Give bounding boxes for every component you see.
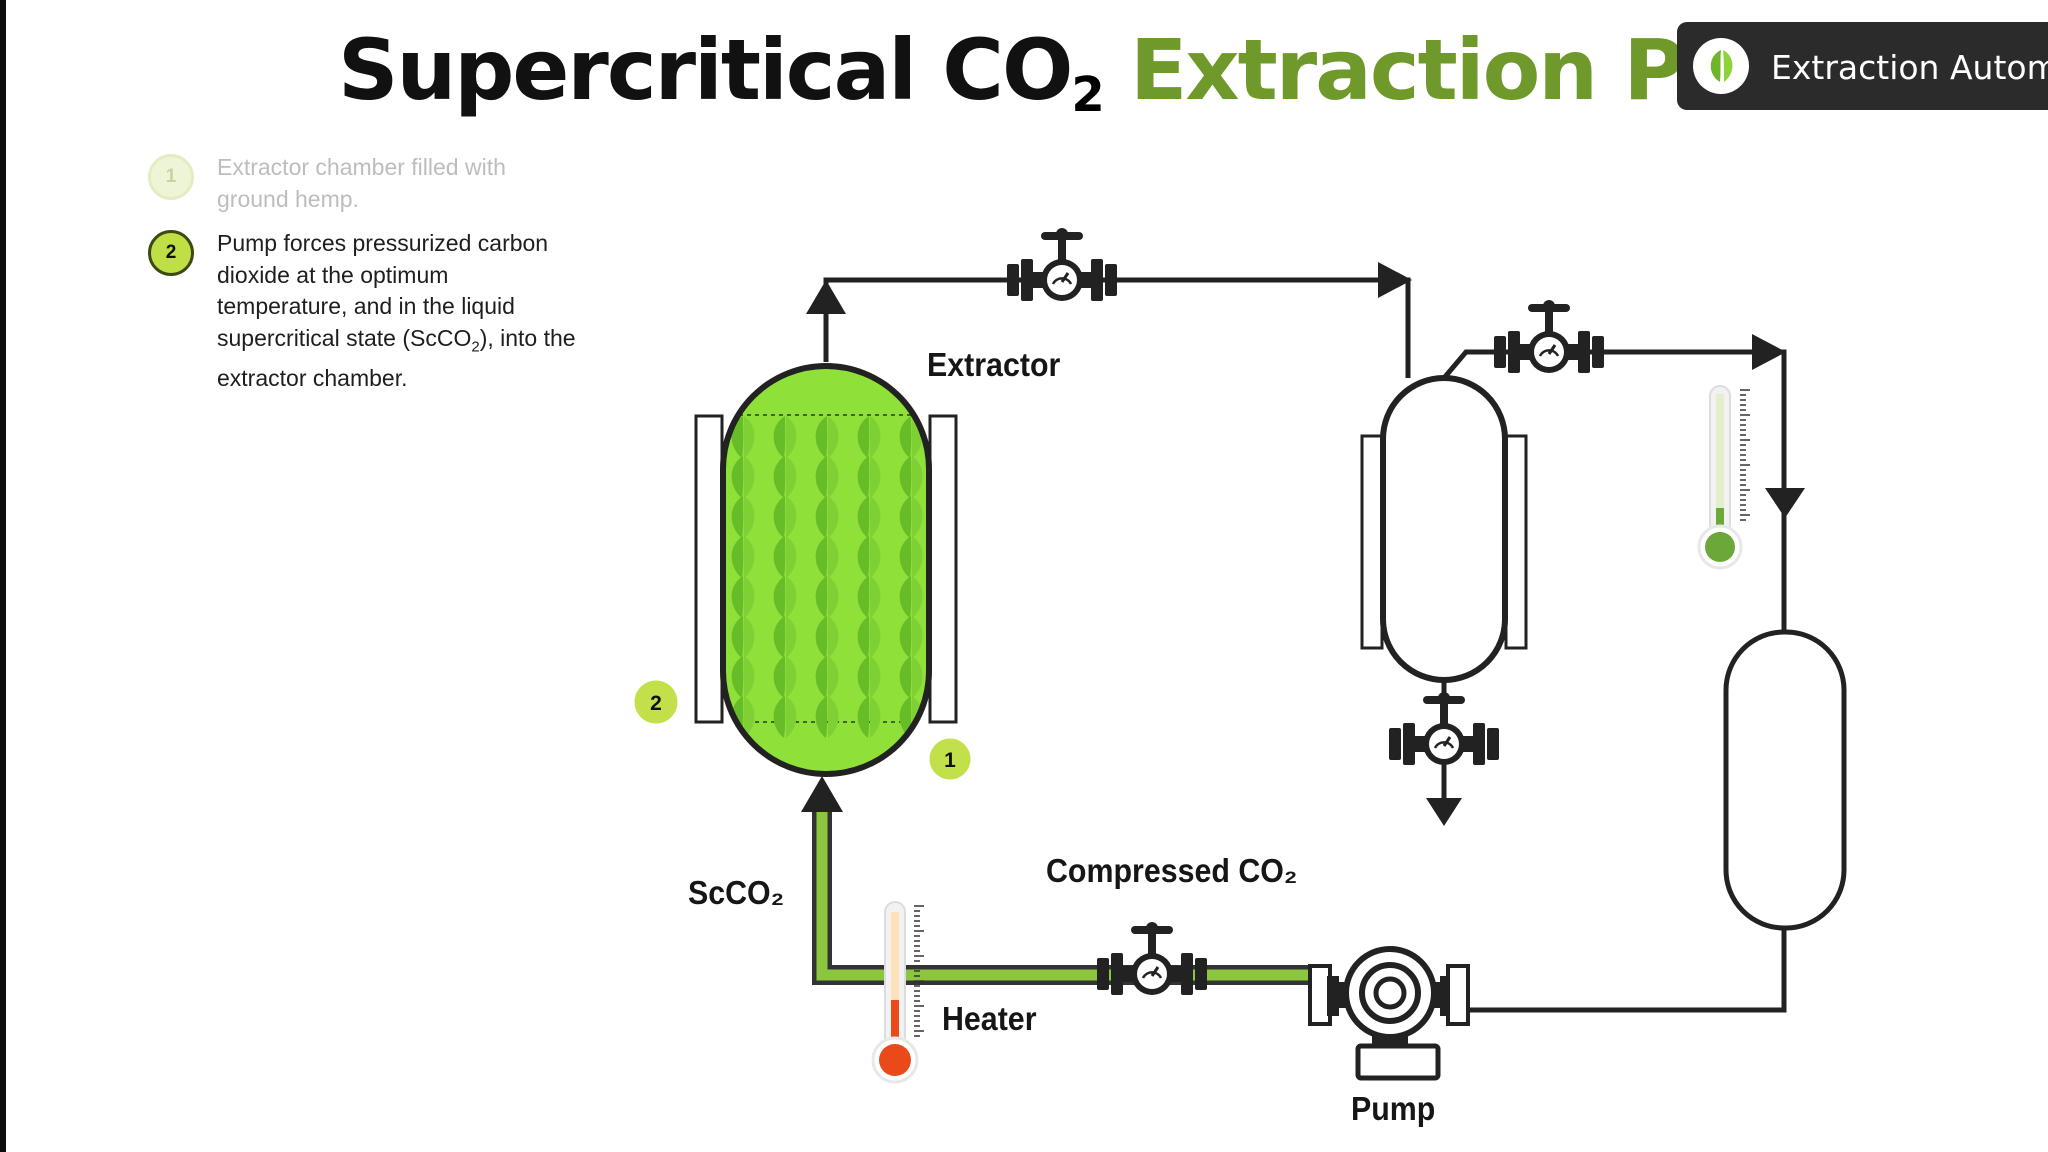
step-2-text: Pump forces pressurized carbon dioxide a… (217, 228, 577, 394)
arrow-right-top (1378, 262, 1412, 298)
arrow-down-separator-outlet (1426, 798, 1462, 826)
step-2-number: 2 (148, 230, 194, 276)
separator-vessel (1360, 375, 1528, 683)
arrow-up-into-extractor (801, 776, 843, 812)
valve-top[interactable] (1007, 226, 1117, 303)
valve-right[interactable] (1494, 298, 1604, 375)
flow-arrows (801, 262, 1805, 826)
heater-thermometer (871, 901, 924, 1084)
step-2-text-sub: 2 (471, 338, 480, 356)
cooler-thermometer (1697, 385, 1750, 570)
brand-banner[interactable]: Extraction Automa (1677, 22, 2048, 110)
marker-2-number: 2 (650, 692, 662, 715)
pump[interactable] (1308, 946, 1470, 1081)
pipe-extractor-to-separator (823, 277, 1411, 378)
valve-separator-outlet[interactable] (1389, 690, 1499, 767)
marker-1[interactable]: 1 (926, 735, 974, 783)
arrow-down-condenser (1765, 488, 1805, 518)
step-1-text: Extractor chamber filled with ground hem… (217, 154, 506, 212)
arrow-right-second (1752, 334, 1786, 370)
label-heater: Heater (942, 1000, 1037, 1037)
leaf-logo-icon (1693, 38, 1749, 94)
marker-2[interactable]: 2 (631, 677, 681, 727)
pipe-network (823, 277, 1787, 1013)
co2-tank (1723, 629, 1847, 931)
title-part-1: Supercritical CO (338, 21, 1073, 119)
label-pump: Pump (1351, 1090, 1436, 1127)
extractor-vessel (694, 363, 958, 777)
label-scco2: ScCO₂ (688, 874, 785, 911)
label-extractor: Extractor (927, 346, 1061, 383)
ground-hemp-leaves (723, 414, 929, 738)
step-1-number: 1 (148, 154, 194, 200)
arrow-up-extractor-top (806, 280, 846, 314)
pipe-tank-to-pump (1468, 928, 1787, 1013)
step-2-text-after: ), into the extractor chamber. (217, 324, 576, 391)
step-2-text-before: Pump forces pressurized carbon dioxide a… (217, 230, 549, 351)
marker-1-number: 1 (944, 749, 956, 772)
brand-label: Extraction Automa (1771, 48, 2048, 87)
left-frame-edge (0, 0, 6, 1152)
valve-bottom[interactable] (1097, 920, 1207, 997)
title-subscript: 2 (1071, 67, 1104, 123)
label-compressed-co2: Compressed CO₂ (1046, 852, 1298, 889)
